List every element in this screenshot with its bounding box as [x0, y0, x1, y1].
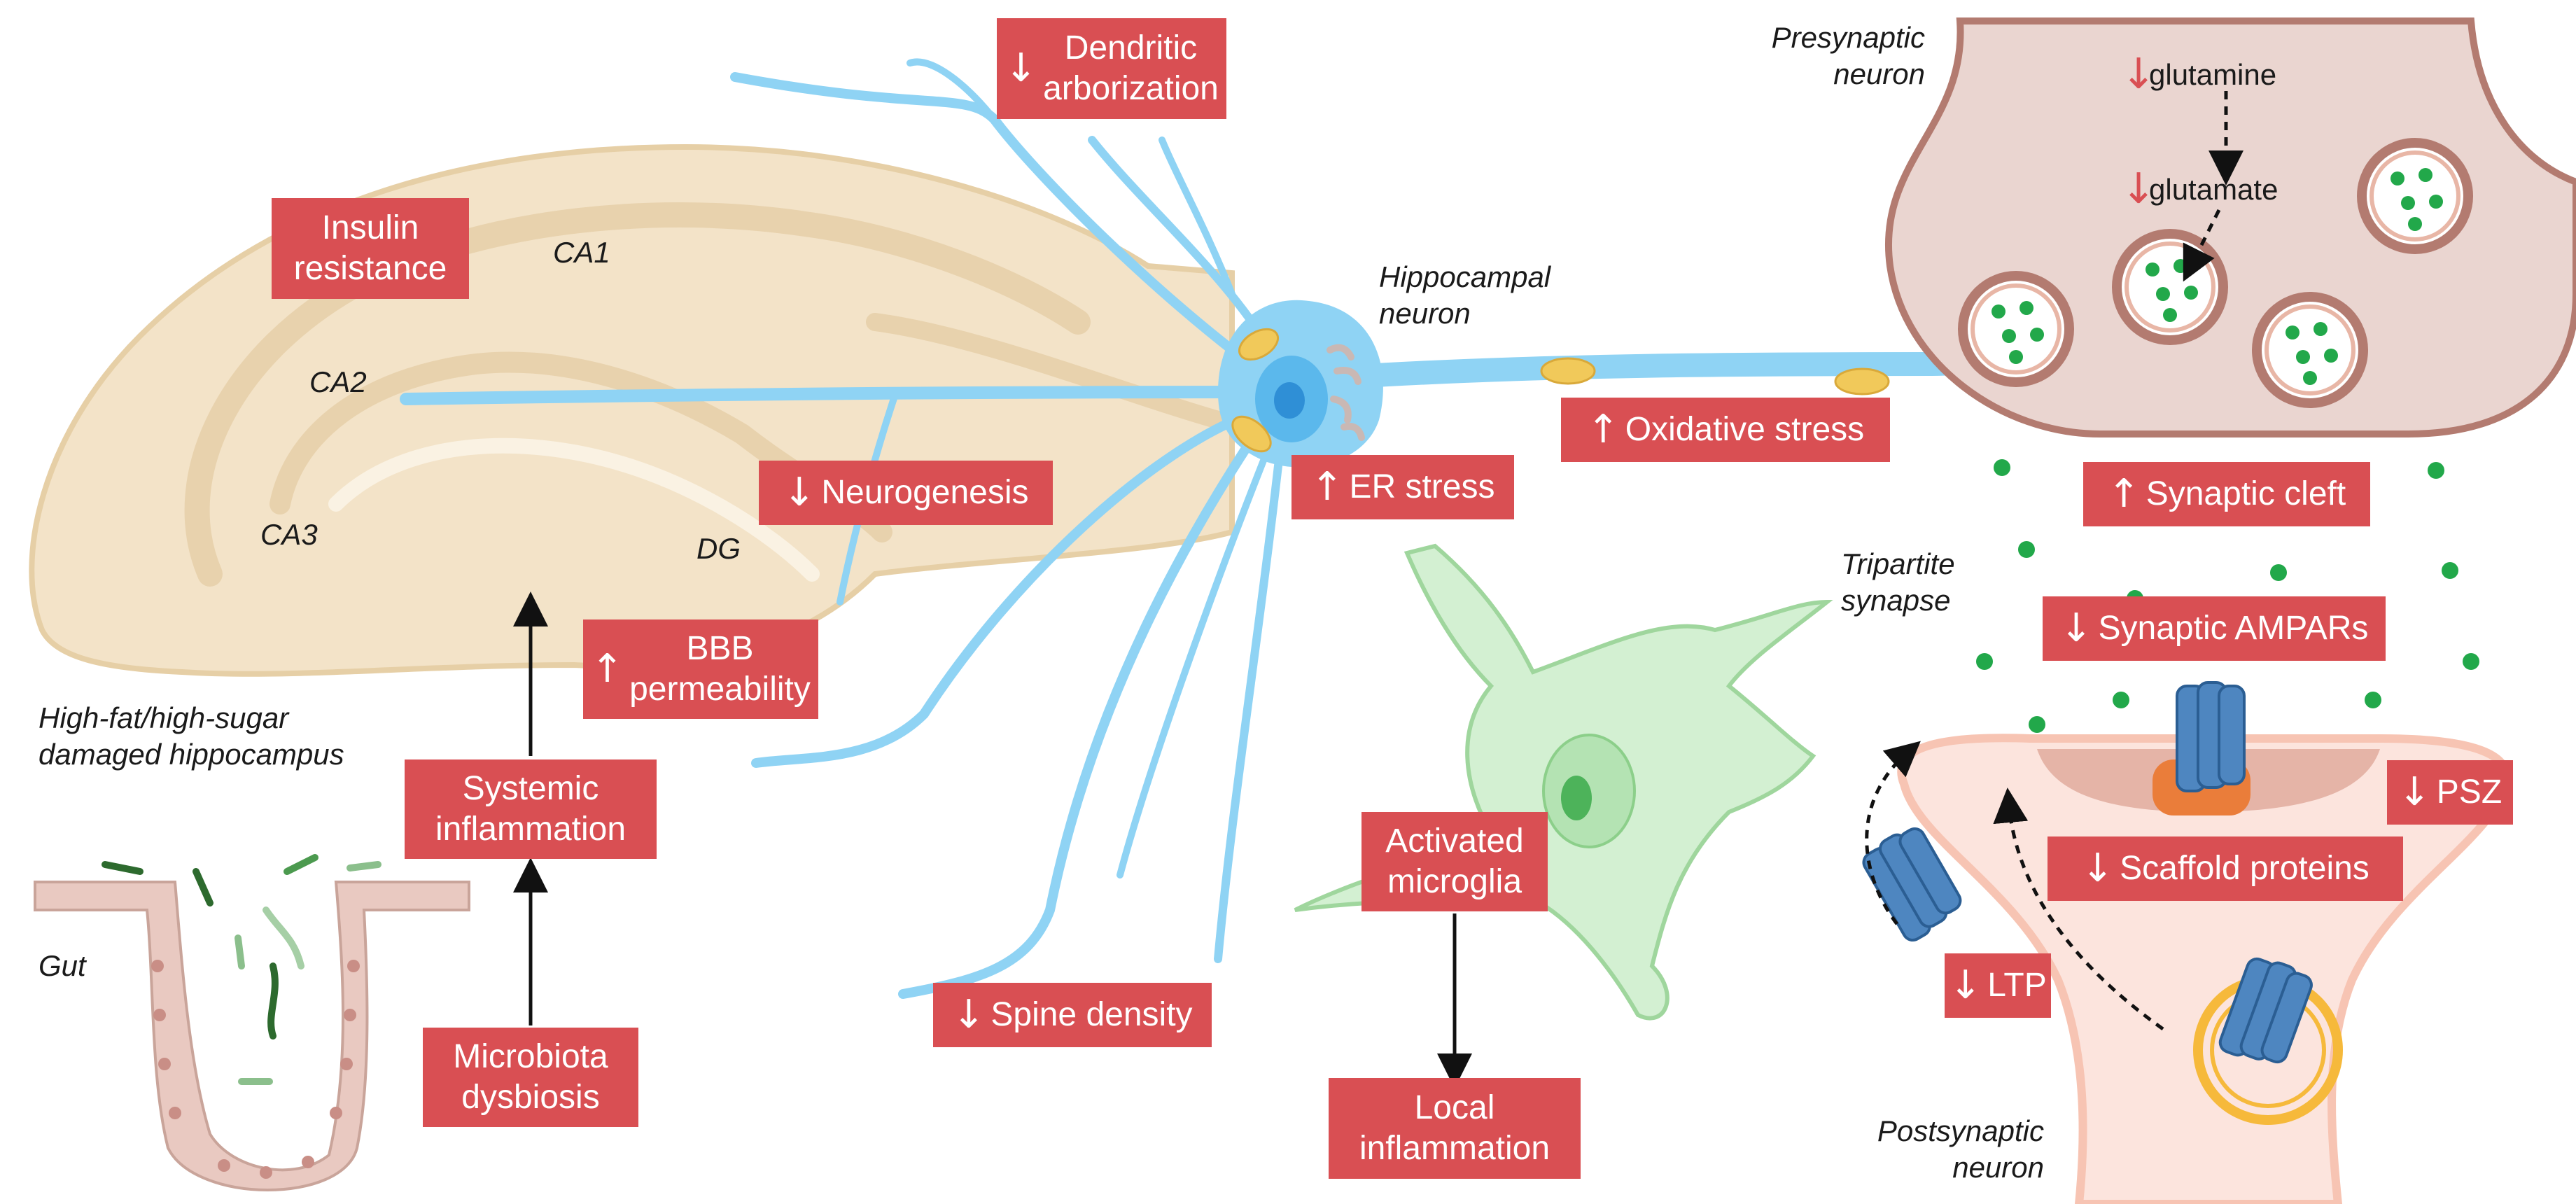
psz-box: ↓ PSZ	[2387, 760, 2513, 825]
gut-illustration	[34, 854, 470, 1191]
postsynaptic-neuron-label: Postsynaptic neuron	[1877, 1114, 2044, 1184]
neurogenesis-box: ↓ Neurogenesis	[759, 461, 1053, 525]
microbiota-dysbiosis-text: Microbiota dysbiosis	[453, 1038, 608, 1116]
dendritic-arborization-box: ↓ Dendritic arborization	[997, 18, 1226, 119]
psz-text: PSZ	[2436, 774, 2502, 811]
er-stress-text: ER stress	[1349, 468, 1495, 505]
spine-density-box: ↓ Spine density	[933, 983, 1212, 1047]
activated-microglia-box: Activated microglia	[1362, 812, 1548, 911]
ca3-label: CA3	[260, 518, 318, 551]
bbb-text: BBB permeability	[629, 630, 811, 708]
synaptic-ampars-box: ↓ Synaptic AMPARs	[2043, 596, 2386, 661]
microglia-cell	[1294, 543, 1833, 1021]
hippocampus-shape	[29, 144, 1235, 677]
oxidative-stress-text: Oxidative stress	[1625, 411, 1865, 448]
spine-density-text: Spine density	[990, 996, 1193, 1033]
up-arrow-icon: ↑	[1586, 407, 1620, 452]
scaffold-proteins-text: Scaffold proteins	[2120, 850, 2370, 887]
ca2-label: CA2	[309, 365, 367, 398]
insulin-resistance-box: Insulin resistance	[272, 198, 469, 299]
tripartite-synapse-label: Tripartite synapse	[1841, 547, 1955, 617]
local-inflammation-text: Local inflammation	[1359, 1089, 1550, 1167]
presynaptic-neuron-label: Presynaptic neuron	[1771, 21, 1925, 90]
hippocampal-neuron-label: Hippocampal neuron	[1379, 260, 1551, 330]
scaffold-proteins-box: ↓ Scaffold proteins	[2047, 836, 2403, 901]
down-arrow-icon: ↓	[2398, 769, 2431, 815]
dg-label: DG	[696, 532, 741, 565]
glutamate-label: glutamate	[2149, 173, 2278, 206]
bbb-row: ↑BBB permeability	[591, 629, 811, 710]
ca1-label: CA1	[553, 236, 610, 269]
glutamine-down-arrow-icon: ↓	[2121, 50, 2157, 99]
down-arrow-icon: ↓	[1949, 962, 1982, 1008]
down-arrow-icon: ↓	[2081, 846, 2115, 891]
oxidative-stress-box: ↑ Oxidative stress	[1561, 398, 1890, 462]
up-arrow-icon: ↑	[2107, 471, 2141, 517]
down-arrow-icon: ↓	[952, 992, 986, 1037]
glutamine-label: glutamine	[2149, 58, 2277, 91]
hippocampal-neuron-soma	[1218, 300, 1890, 468]
synaptic-cleft-box: ↑ Synaptic cleft	[2083, 462, 2370, 526]
systemic-inflammation-box: Systemic inflammation	[405, 760, 657, 859]
up-arrow-icon: ↑	[591, 646, 624, 692]
ltp-box: ↓ LTP	[1945, 953, 2051, 1018]
damaged-hippocampus-label: High-fat/high-sugar damaged hippocampus	[38, 701, 344, 771]
local-inflammation-box: Local inflammation	[1329, 1078, 1581, 1179]
neurogenesis-text: Neurogenesis	[821, 474, 1029, 511]
up-arrow-icon: ↑	[1310, 464, 1344, 510]
down-arrow-icon: ↓	[2059, 606, 2093, 651]
glutamate-down-arrow-icon: ↓	[2121, 164, 2157, 214]
er-stress-box: ↑ ER stress	[1292, 455, 1514, 519]
activated-microglia-text: Activated microglia	[1385, 822, 1524, 900]
bbb-permeability-box: ↑BBB permeability	[583, 620, 818, 719]
down-arrow-icon: ↓	[783, 470, 816, 515]
down-arrow-icon: ↓	[1004, 46, 1038, 91]
dendritic-arborization-text: Dendritic arborization	[1043, 29, 1219, 107]
gut-label: Gut	[38, 949, 86, 982]
synaptic-ampars-text: Synaptic AMPARs	[2098, 610, 2369, 647]
systemic-inflammation-text: Systemic inflammation	[435, 770, 626, 848]
synaptic-cleft-text: Synaptic cleft	[2146, 475, 2346, 512]
microbiota-dysbiosis-box: Microbiota dysbiosis	[423, 1028, 638, 1127]
flow-arrows	[513, 592, 1472, 1088]
ltp-text: LTP	[1987, 967, 2047, 1004]
bbb-permeability-content: ↑BBB permeability	[591, 629, 811, 710]
presynaptic-terminal	[1885, 18, 2576, 438]
insulin-resistance-text: Insulin resistance	[293, 209, 447, 287]
